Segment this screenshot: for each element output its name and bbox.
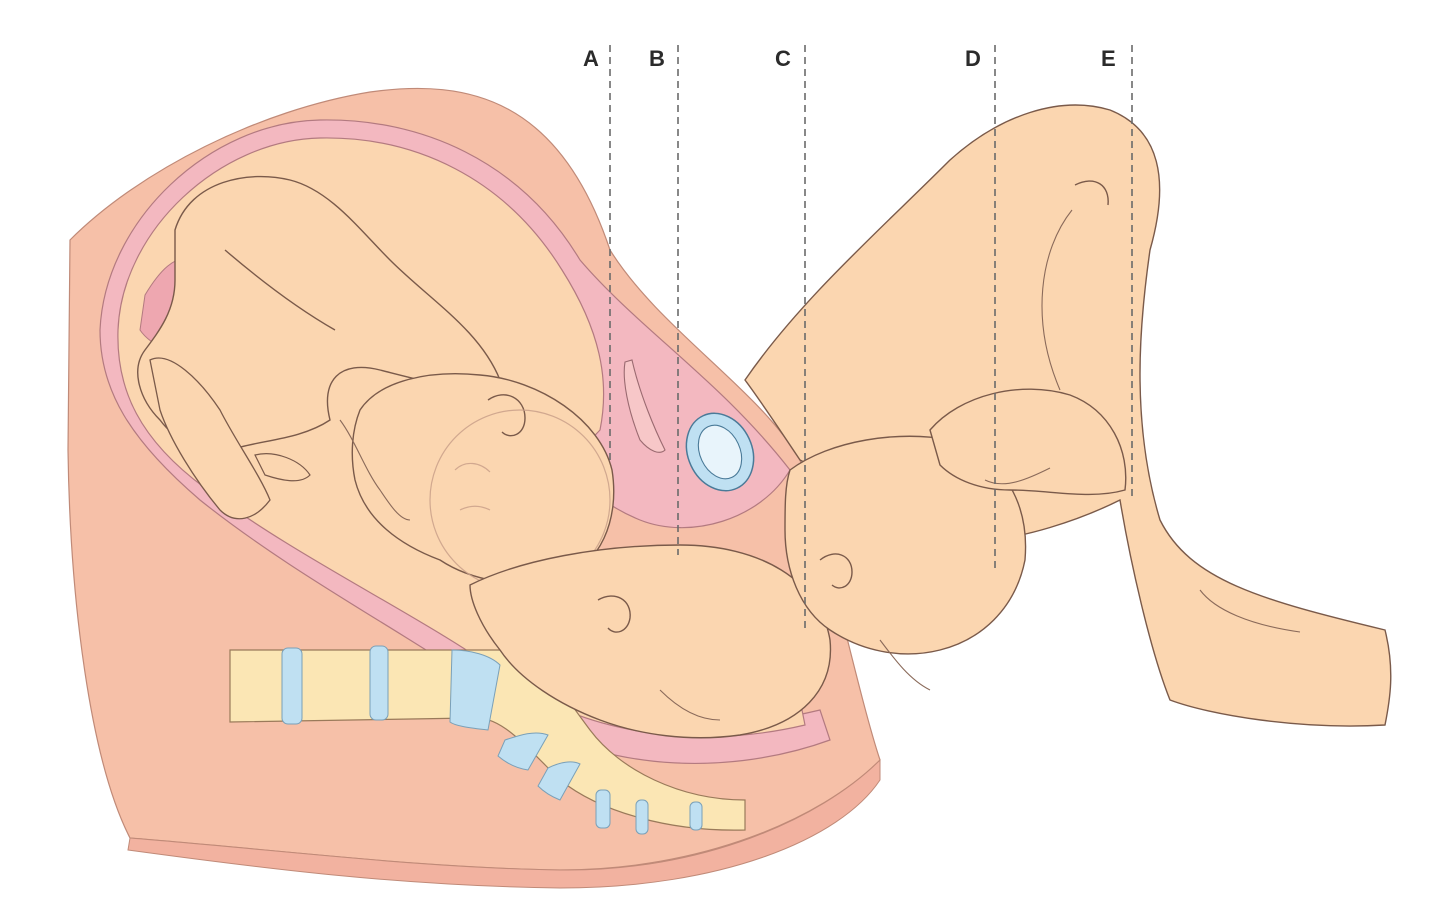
calf-contour — [1199, 589, 1301, 633]
fetus-leg — [149, 357, 271, 520]
fetus-upper — [137, 175, 615, 585]
label-b: B — [649, 46, 665, 71]
disc-3 — [449, 649, 501, 731]
fetus-mid-ear — [597, 595, 631, 633]
fetus-face — [339, 419, 411, 521]
disc-6 — [595, 789, 611, 829]
fetus-middle — [469, 544, 832, 739]
label-d: D — [965, 46, 981, 71]
spine — [229, 645, 746, 835]
delivered-face — [879, 639, 931, 691]
stage-labels: A B C D E — [583, 46, 1116, 71]
fetus-body — [137, 175, 501, 452]
disc-8 — [689, 801, 703, 831]
pubic-bone — [623, 359, 666, 453]
disc-4 — [497, 732, 549, 771]
fetus-arm — [224, 249, 336, 331]
thigh-contour — [1041, 209, 1073, 391]
label-e: E — [1101, 46, 1116, 71]
fetus-delivered — [784, 388, 1127, 691]
pubic-ring — [623, 359, 755, 492]
knee-crease — [1074, 180, 1109, 206]
disc-5 — [537, 761, 581, 801]
disc-2 — [369, 645, 389, 721]
fetus-foot — [254, 453, 311, 482]
label-a: A — [583, 46, 599, 71]
cervix-inner — [697, 424, 743, 480]
stage-guides — [609, 45, 1133, 630]
delivered-ear — [819, 553, 853, 589]
disc-1 — [281, 647, 303, 725]
delivered-crease — [984, 467, 1051, 485]
fetus-mid-body — [469, 544, 832, 739]
fetus-ear — [487, 394, 526, 437]
delivered-shoulder — [929, 388, 1127, 496]
label-c: C — [775, 46, 791, 71]
ghost-face-b — [454, 462, 491, 511]
pelvic-floor — [127, 758, 881, 889]
disc-7 — [635, 799, 649, 835]
fetus-mid-crease — [659, 689, 721, 721]
